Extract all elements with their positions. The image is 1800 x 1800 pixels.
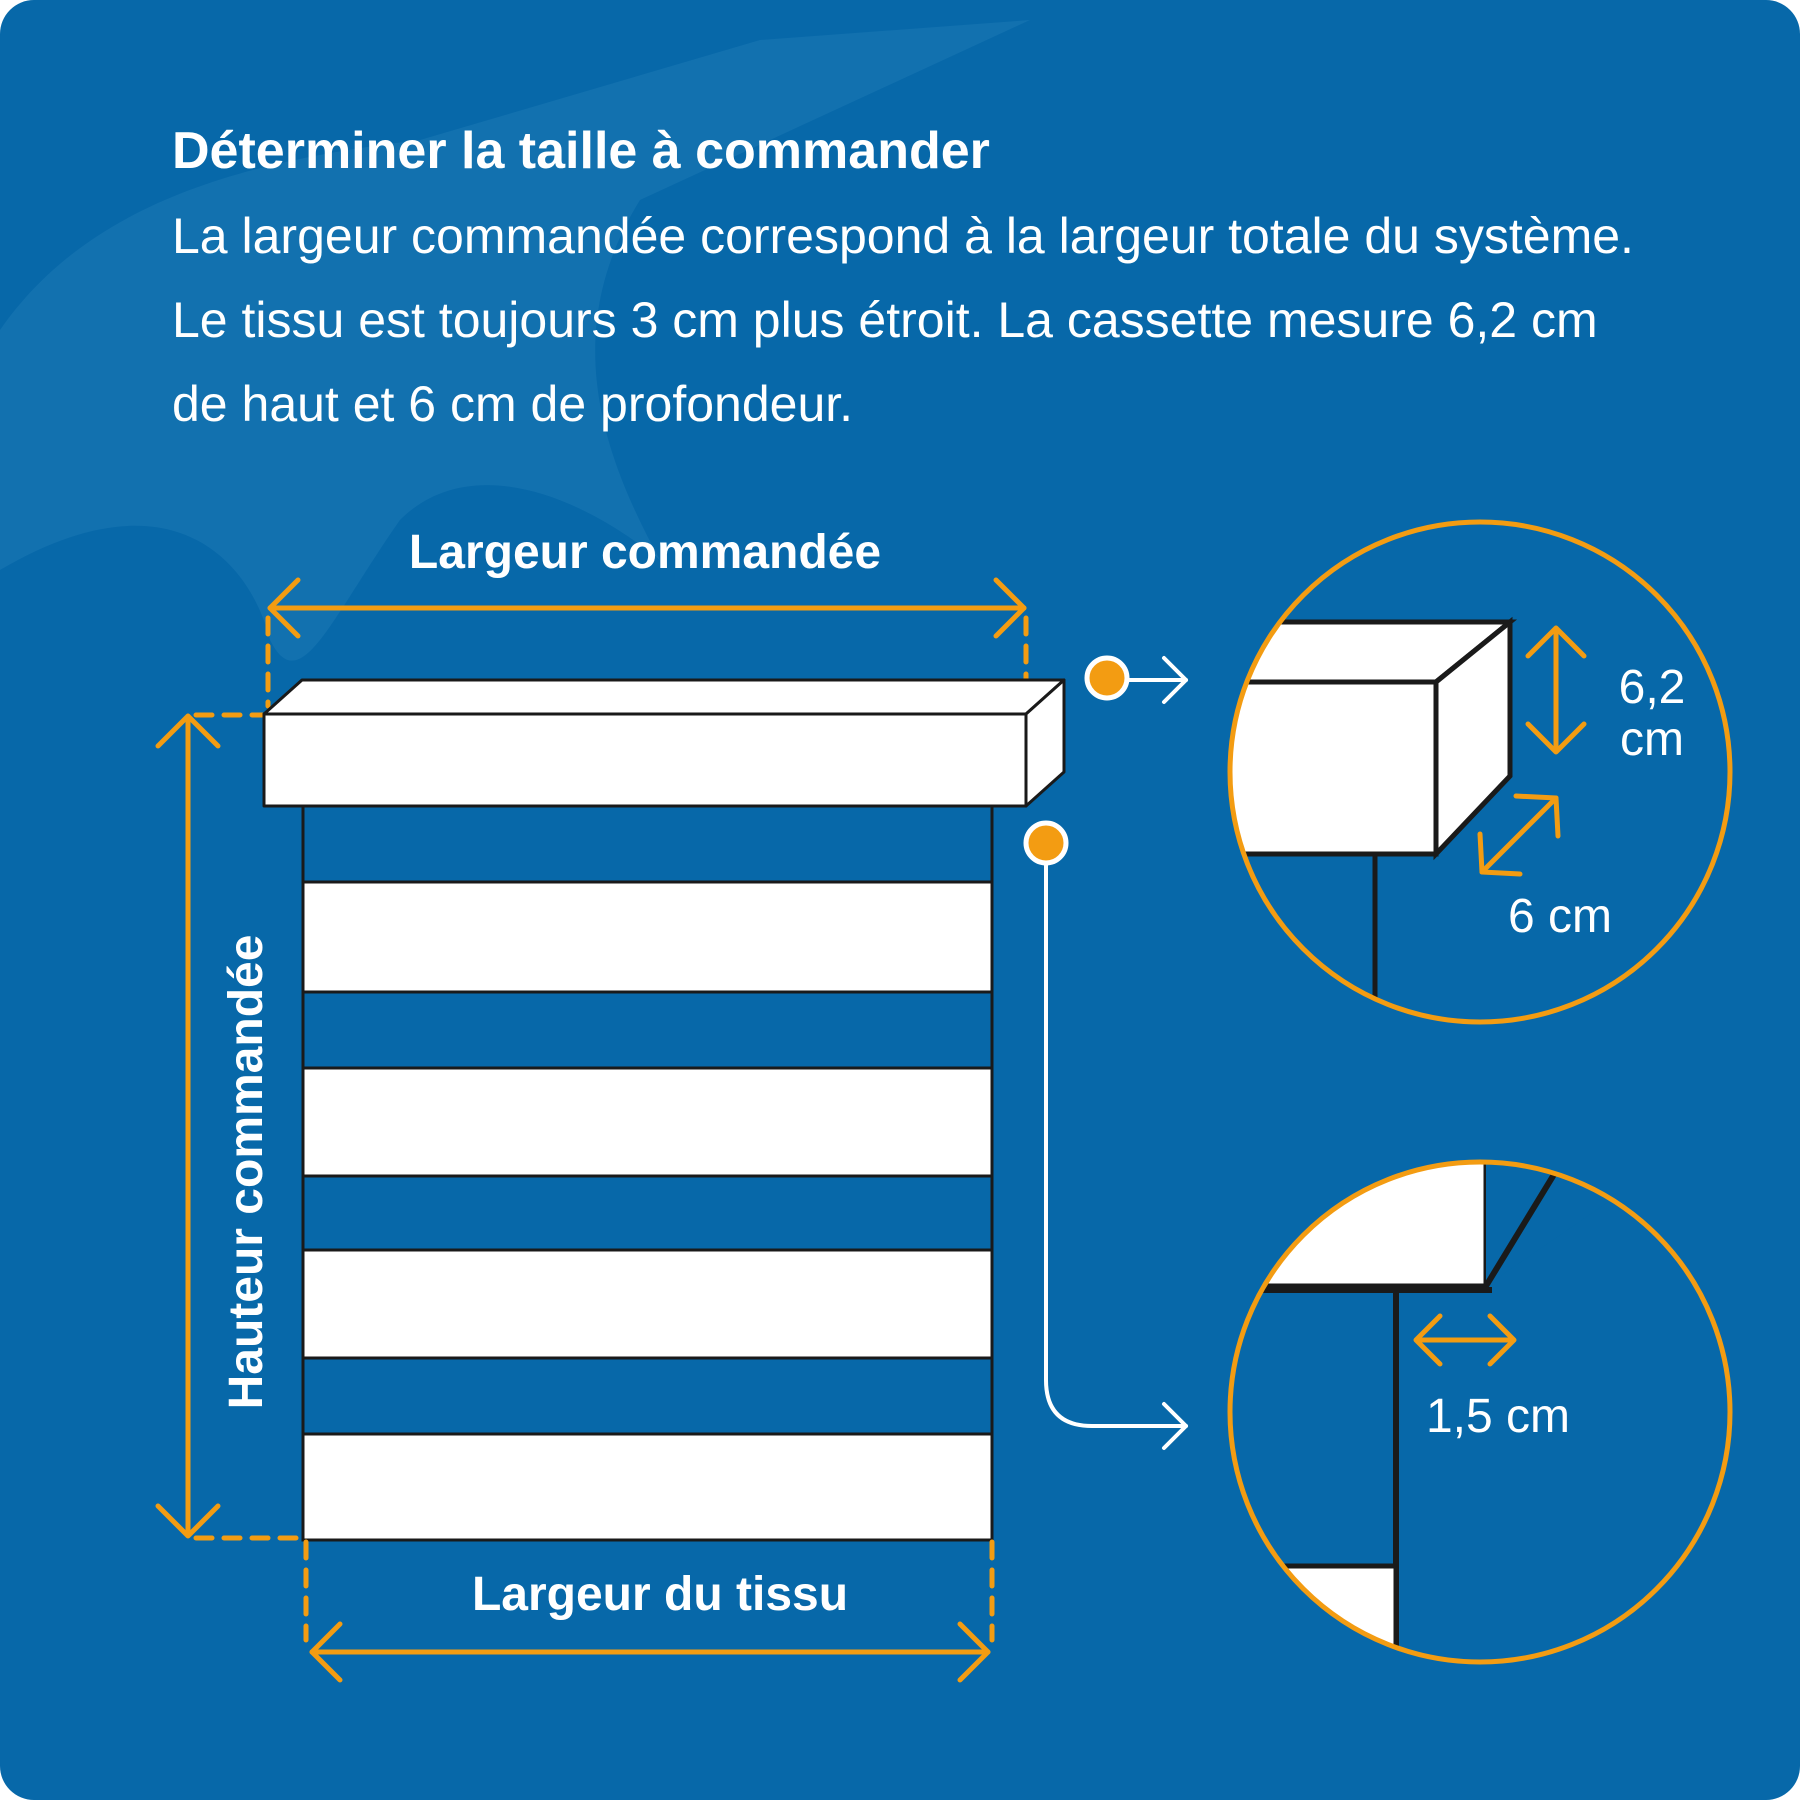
fabric-gap-label: 1,5 cm (1426, 1390, 1570, 1443)
cassette-height-arrow (1525, 625, 1587, 755)
cassette-depth-label: 6 cm (1508, 890, 1612, 943)
fabric-width-label: Largeur du tissu (472, 1568, 848, 1621)
ordered-width-label: Largeur commandée (409, 526, 881, 579)
callout-top-pointer (1084, 655, 1188, 704)
blind-fabric (301, 804, 994, 1542)
fabric-stripe-3 (301, 1248, 994, 1360)
callout-top-dot (1084, 655, 1130, 701)
fabric-stripe-4 (301, 1432, 994, 1542)
ordered-height-arrowhead-top (155, 713, 221, 749)
cassette-depth-arrow (1477, 793, 1561, 877)
ordered-height-dimension (155, 712, 303, 1541)
cassette-top-face (262, 678, 1066, 716)
fabric-stripe-1 (301, 880, 994, 994)
fabric-stripe-2 (301, 1066, 994, 1178)
fabric-width-arrowhead-right (957, 1621, 991, 1683)
detail-top-ring (1227, 519, 1733, 1025)
ordered-height-label: Hauteur commandée (220, 935, 273, 1410)
callout-bottom-arrowhead (1162, 1402, 1188, 1450)
heading-block: Déterminer la taille à commander La larg… (172, 118, 1652, 446)
callout-bottom-pointer (1023, 820, 1188, 1450)
cassette-height-value: 6,2 (1619, 661, 1686, 714)
ordered-width-arrowhead-left (267, 577, 301, 639)
fabric-width-arrowhead-left (309, 1621, 343, 1683)
fabric-gap-arrow (1413, 1313, 1517, 1367)
detail-bottom-ring (1227, 1159, 1733, 1665)
fabric-width-dimension (303, 1539, 995, 1683)
ordered-height-arrowhead-bottom (155, 1503, 221, 1539)
cassette-front-face (262, 712, 1028, 808)
ordered-width-dimension (265, 577, 1029, 709)
page-title: Déterminer la taille à commander (172, 122, 990, 180)
ordered-width-arrowhead-right (993, 577, 1027, 639)
description-text: La largeur commandée correspond à la lar… (172, 208, 1634, 432)
background-watermark-shape (0, 20, 1030, 661)
cassette-height-unit: cm (1620, 713, 1684, 766)
callout-bottom-dot (1023, 820, 1069, 866)
cassette (262, 678, 1066, 808)
callout-top-arrowhead (1162, 656, 1188, 704)
detail-cassette-front-face (1230, 679, 1439, 857)
